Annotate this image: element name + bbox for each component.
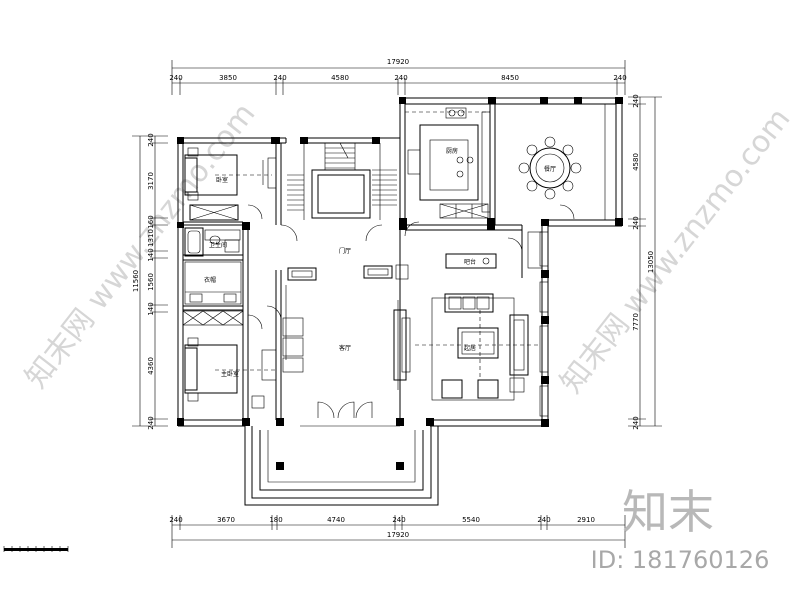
dim-right-seg-1: 240 bbox=[632, 94, 640, 107]
diagonal-watermark-right: 知末网 www.znzmo.com bbox=[554, 102, 798, 400]
dim-left-seg-7: 140 bbox=[147, 302, 155, 315]
structural-columns bbox=[177, 97, 623, 470]
dimension-right: 240 4580 240 7770 240 13050 bbox=[628, 94, 662, 430]
room-label-bar: 吧台 bbox=[464, 258, 476, 266]
dim-right-seg-4: 7770 bbox=[632, 313, 640, 331]
right-windows bbox=[527, 231, 549, 417]
dim-right-seg-2: 4580 bbox=[632, 153, 640, 171]
watermark-logo-text: 知末 bbox=[622, 485, 714, 539]
dim-left-seg-8: 4360 bbox=[147, 357, 155, 375]
master-bedroom: 主卧室 bbox=[184, 337, 277, 409]
kitchen: 厨房 bbox=[405, 107, 491, 219]
dim-left-seg-5: 140 bbox=[147, 248, 155, 261]
room-label-dining: 餐厅 bbox=[544, 165, 556, 173]
dim-right-seg-3: 240 bbox=[632, 216, 640, 229]
dim-bottom-seg-7: 240 bbox=[537, 516, 550, 524]
room-label-master-bedroom: 主卧室 bbox=[221, 370, 239, 378]
watermark-logo: 知末 ID: 181760126 bbox=[591, 485, 770, 574]
dim-bottom-overall: 17920 bbox=[387, 531, 409, 539]
dim-left-seg-3: 160 bbox=[147, 215, 155, 228]
dim-top-seg-4: 4580 bbox=[331, 74, 349, 82]
dining: 餐厅 bbox=[518, 104, 606, 220]
bedroom-top: 卧室 bbox=[184, 147, 277, 221]
dim-bottom-seg-3: 180 bbox=[269, 516, 282, 524]
dim-left-seg-6: 1560 bbox=[147, 273, 155, 291]
dim-left-overall: 11560 bbox=[132, 270, 140, 292]
dim-top-seg-6: 8450 bbox=[501, 74, 519, 82]
scale-bar bbox=[3, 546, 69, 552]
room-label-kitchen: 厨房 bbox=[446, 147, 458, 155]
dim-bottom-seg-6: 5540 bbox=[462, 516, 480, 524]
dim-left-seg-1: 240 bbox=[147, 133, 155, 146]
exterior-walls bbox=[177, 97, 623, 427]
dim-bottom-seg-1: 240 bbox=[169, 516, 182, 524]
staircase bbox=[287, 142, 397, 220]
dimension-left: 11560 240 3170 160 1310 140 1560 140 436… bbox=[132, 133, 168, 430]
room-label-sitting: 起居 bbox=[464, 344, 476, 352]
bathroom: 卫生间 bbox=[184, 227, 241, 257]
closet: 衣帽 bbox=[182, 261, 263, 330]
dim-left-seg-4: 1310 bbox=[147, 229, 155, 247]
room-label-living: 客厅 bbox=[339, 344, 351, 352]
dim-top-seg-1: 240 bbox=[169, 74, 182, 82]
dim-top-seg-7: 240 bbox=[613, 74, 626, 82]
room-label-hall: 门厅 bbox=[339, 247, 351, 255]
room-label-bedroom-top: 卧室 bbox=[216, 176, 228, 184]
dim-left-seg-2: 3170 bbox=[147, 172, 155, 190]
dim-top-seg-3: 240 bbox=[273, 74, 286, 82]
dim-bottom-seg-4: 4740 bbox=[327, 516, 345, 524]
dimension-top: 17920 240 3850 240 4580 240 8450 240 bbox=[169, 58, 627, 95]
sitting-area: 起居 吧台 bbox=[415, 253, 540, 401]
dim-bottom-seg-5: 240 bbox=[392, 516, 405, 524]
front-terrace bbox=[244, 425, 439, 506]
watermark-diagonal-right-text: 知末网 www.znzmo.com bbox=[554, 102, 798, 400]
dim-bottom-seg-2: 3670 bbox=[217, 516, 235, 524]
watermark-id-label: ID: 181760126 bbox=[591, 546, 770, 574]
living-hall: 客厅 门厅 bbox=[282, 247, 411, 419]
dim-right-seg-5: 240 bbox=[632, 416, 640, 429]
dim-right-overall: 13050 bbox=[647, 251, 655, 273]
dim-left-seg-9: 240 bbox=[147, 416, 155, 429]
dimension-bottom: 240 3670 180 4740 240 5540 240 2910 1792… bbox=[169, 515, 626, 548]
dim-bottom-seg-8: 2910 bbox=[577, 516, 595, 524]
dim-top-seg-2: 3850 bbox=[219, 74, 237, 82]
door-swings bbox=[266, 221, 523, 321]
dim-top-seg-5: 240 bbox=[394, 74, 407, 82]
room-label-bathroom: 卫生间 bbox=[209, 241, 227, 249]
dim-top-overall: 17920 bbox=[387, 58, 409, 66]
room-label-closet: 衣帽 bbox=[204, 276, 216, 284]
